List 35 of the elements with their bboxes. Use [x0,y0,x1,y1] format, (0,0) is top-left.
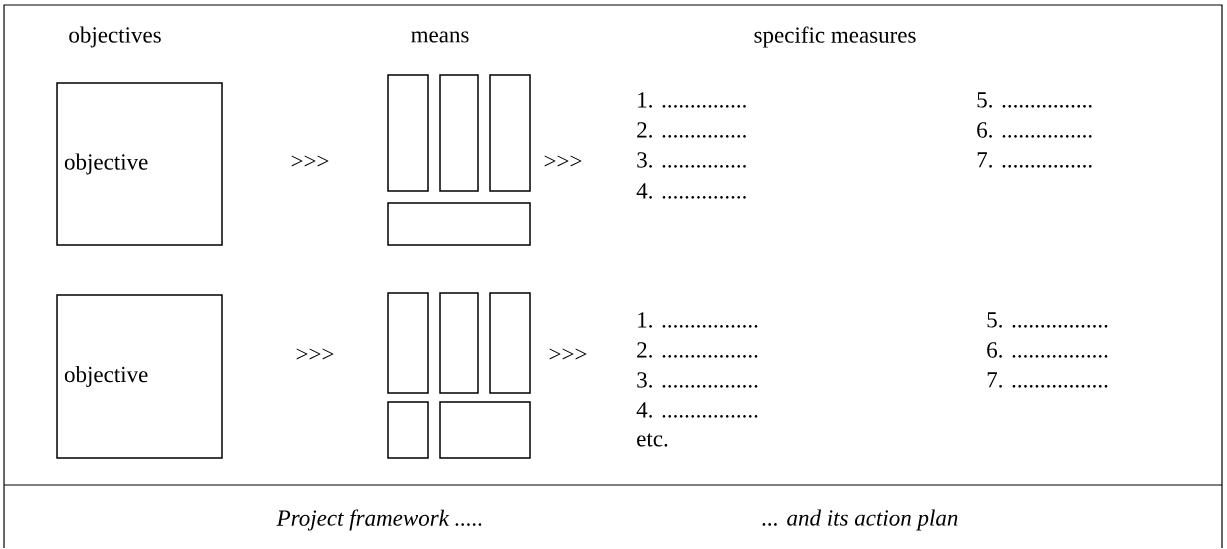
list-item: 4. ............... [636,183,746,199]
chevron-text: >>> [296,348,334,360]
objective-box: objective [56,82,223,246]
chevron-text: >>> [549,348,587,360]
means-box [439,74,479,192]
list-item: 2. ................. [637,342,758,358]
list-item: etc. [637,433,668,447]
list-item: 1. ................. [638,312,758,328]
list-item: 6. ................. [987,342,1108,358]
means-box [387,74,429,192]
caption-text: Project framework ..... [276,509,482,531]
means-box [387,202,531,246]
list-item: 4. ................. [636,402,758,418]
list-item: 7. ................. [987,372,1108,388]
list-item: 2. ............... [637,122,746,138]
column-heading: objectives [69,26,161,48]
column-heading: means [411,31,469,43]
means-box [489,292,531,394]
column-heading: specific measures [754,26,916,48]
means-box [489,74,531,192]
chevron-text: >>> [544,155,582,167]
means-box [387,401,429,459]
list-item: 7. ................ [977,152,1092,168]
caption-text: ... and its action plan [762,509,958,531]
means-box [387,292,429,394]
list-item: 1. ............... [638,92,746,108]
list-item: 5. ................ [977,92,1092,108]
list-item: 6. ................ [977,122,1092,138]
chevron-text: >>> [291,155,329,167]
list-item: 3. ................. [637,372,758,388]
list-item: 3. ............... [637,152,746,168]
objective-box: objective [56,294,223,459]
means-box [439,401,531,459]
means-box [439,292,479,394]
list-item: 5. ................. [987,312,1108,328]
